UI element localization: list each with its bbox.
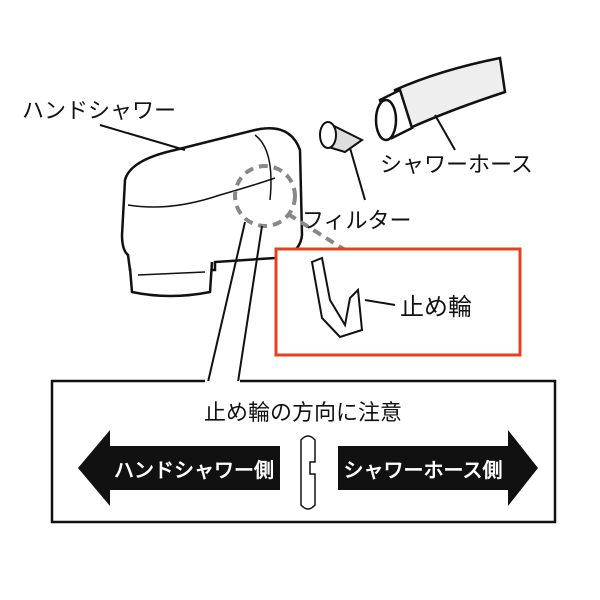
leader-line — [237, 225, 263, 383]
shower-hose-label: シャワーホース — [380, 153, 533, 178]
hand-shower-side-label: ハンドシャワー側 — [114, 458, 274, 482]
retaining-ring-orientation-icon — [300, 435, 316, 510]
right-arrow — [338, 430, 538, 506]
callout-dashed-line — [286, 212, 347, 252]
hand-shower-illustration — [120, 127, 304, 298]
notice-title: 止め輪の方向に注意 — [204, 401, 402, 426]
callout-circle — [233, 164, 297, 228]
filter-label: フィルター — [302, 209, 412, 234]
leader-line — [99, 124, 186, 151]
hand-shower-label: ハンドシャワー — [22, 99, 176, 124]
shower-hose-illustration — [374, 56, 507, 142]
leader-line — [349, 147, 366, 201]
retaining-ring-illustration — [310, 256, 364, 339]
leader-line — [364, 299, 396, 306]
shower-hose-side-label: シャワーホース側 — [344, 458, 503, 482]
leader-line — [434, 114, 456, 151]
retaining-ring-label: 止め輪 — [400, 293, 472, 321]
leader-line — [207, 221, 246, 383]
left-arrow — [78, 430, 280, 506]
filter-illustration — [319, 121, 364, 154]
